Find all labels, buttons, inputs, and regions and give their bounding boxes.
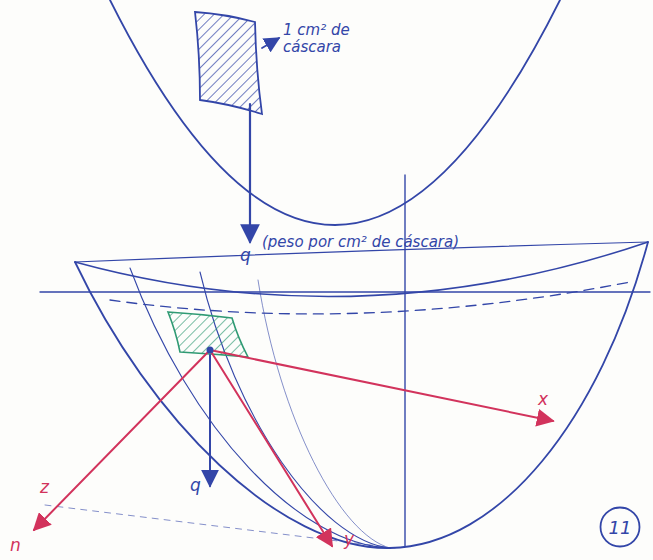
normal-axis <box>34 350 210 530</box>
meridian <box>258 280 390 548</box>
load-arrow <box>249 104 251 242</box>
projection-line <box>45 505 395 548</box>
point <box>207 347 214 354</box>
load-arrow <box>209 355 211 486</box>
axis-label: x <box>538 390 548 410</box>
axis-label: n <box>10 536 21 556</box>
load-note: (peso por cm² de cáscara) <box>262 234 459 251</box>
figure-number: 11 <box>599 506 641 548</box>
y-axis <box>210 350 332 546</box>
parabola-outline <box>110 0 560 225</box>
paraboloid-outline <box>75 242 648 548</box>
x-axis <box>210 350 553 421</box>
figure-number-text: 11 <box>609 517 632 538</box>
circle-outline <box>601 508 640 547</box>
axis-label: y <box>344 530 354 550</box>
shell-element <box>168 312 248 357</box>
shell-patch <box>195 12 262 114</box>
meridian <box>200 272 390 548</box>
dashed-parallel <box>110 282 630 314</box>
horizontal-axis <box>40 291 650 292</box>
axis-label: z <box>40 478 49 498</box>
load-symbol: q <box>240 246 251 266</box>
patch-label: 1 cm² de cáscara <box>283 22 375 57</box>
leader-arrow <box>262 38 279 48</box>
meridian <box>130 268 390 548</box>
load-symbol: q <box>190 476 201 496</box>
vertical-axis <box>404 175 405 546</box>
